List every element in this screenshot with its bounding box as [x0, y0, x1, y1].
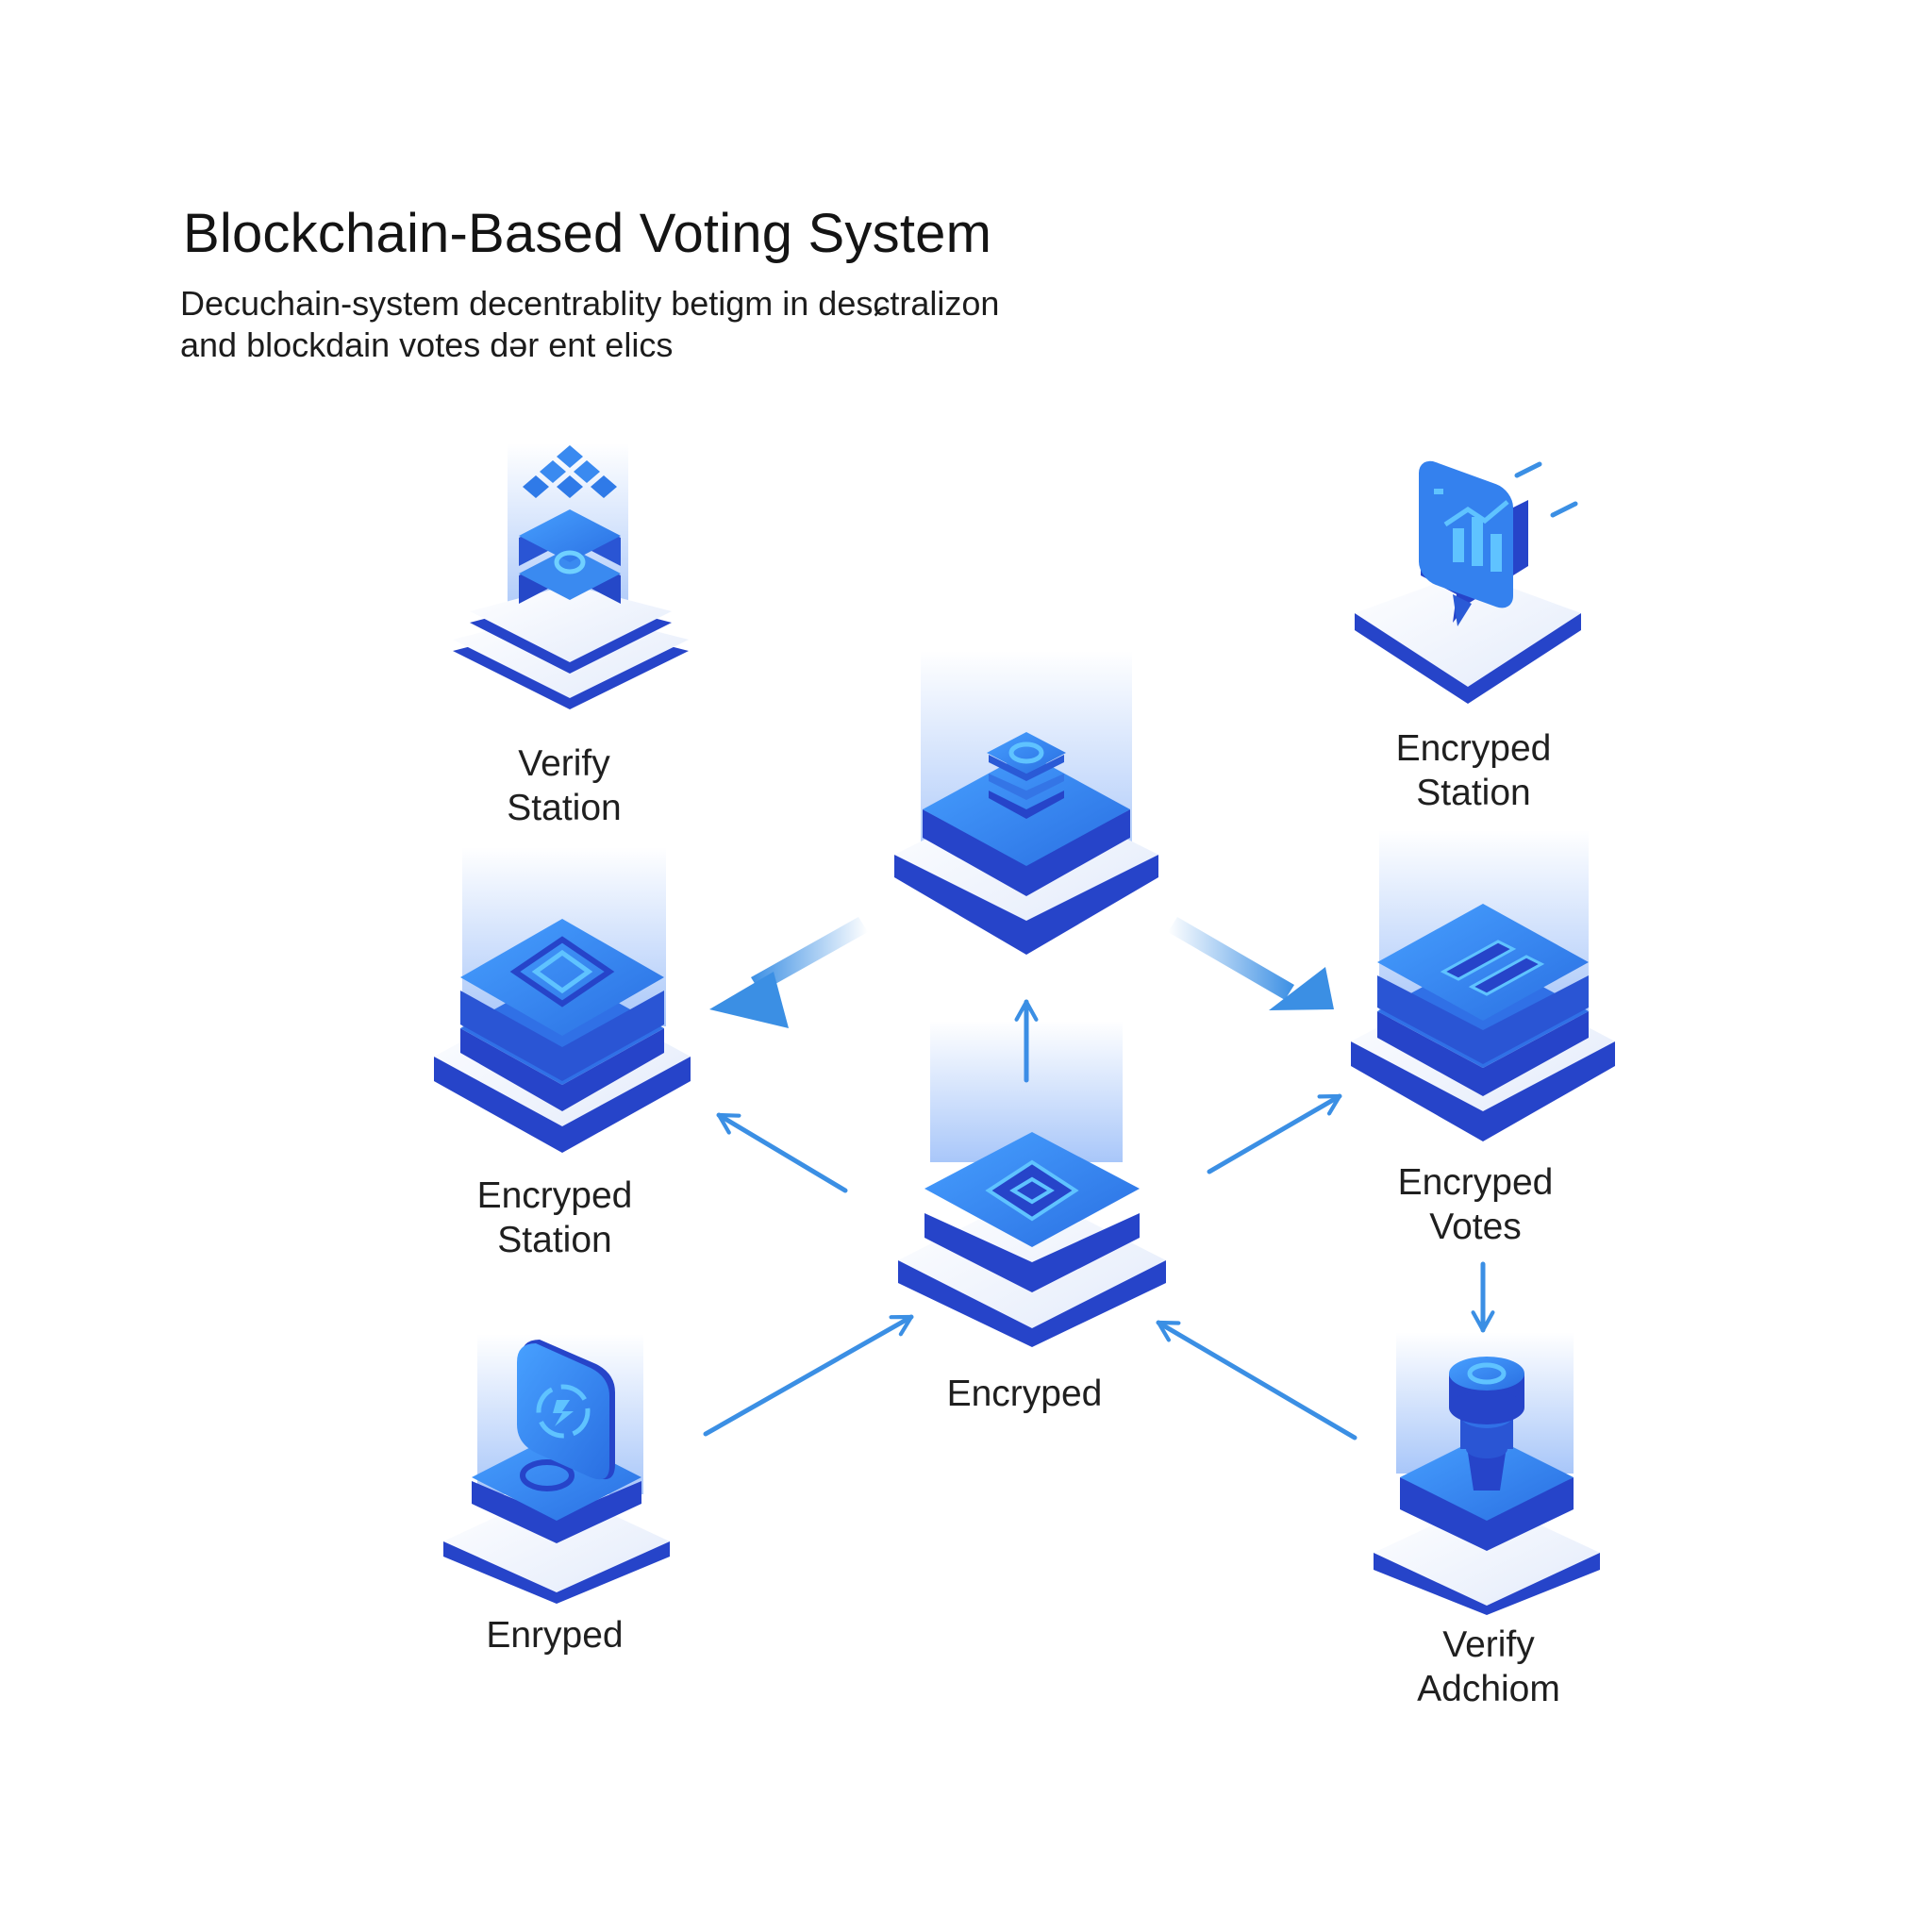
arrow-center-top-to-votes — [1168, 917, 1334, 1010]
arrow-center-top-to-left — [709, 917, 868, 1028]
node-verify-adchiom[interactable] — [1374, 1332, 1600, 1615]
arrow-enryped-to-center — [703, 1314, 914, 1437]
label-line: Votes — [1429, 1207, 1522, 1247]
label-line: Encryped — [1397, 1162, 1554, 1203]
layered-diamonds-icon — [523, 445, 617, 498]
sparkle-line — [1514, 461, 1542, 478]
subtitle-line: Decuchain-system decentrablity betigm in… — [180, 284, 1000, 323]
node-encryped-station-left[interactable] — [434, 847, 691, 1153]
page-title: Blockchain-Based Voting System — [183, 203, 992, 264]
arrow-center-to-votes — [1207, 1093, 1342, 1174]
pause-bars-icon — [1440, 940, 1545, 996]
square-chip-icon — [985, 1159, 1079, 1222]
label-line: Encryped — [946, 1374, 1103, 1414]
label-line: Station — [1416, 773, 1531, 813]
node-encryped-station-top-right[interactable] — [1355, 456, 1581, 704]
label-line: Enryped — [486, 1615, 624, 1656]
label-enryped: Enryped — [385, 1613, 724, 1657]
node-verify-station[interactable] — [453, 443, 689, 709]
sparkle-line — [1550, 501, 1578, 518]
page-subtitle: Decuchain-system decentrablity betigm in… — [180, 283, 999, 366]
label-line: Encryped — [476, 1175, 633, 1216]
label-line: Verify — [518, 743, 610, 784]
label-encryped-votes: Encryped Votes — [1306, 1160, 1645, 1249]
sync-lock-icon — [517, 1340, 615, 1480]
node-encryped-votes[interactable] — [1351, 830, 1615, 1141]
stacked-server-icon — [1008, 741, 1044, 764]
label-encryped-station-left: Encryped Station — [385, 1174, 724, 1262]
label-encryped-station-top-right: Encryped Station — [1304, 726, 1643, 815]
node-central-top[interactable] — [894, 651, 1158, 955]
node-encryped-center[interactable] — [898, 1021, 1166, 1347]
subtitle-line: and blockdain votes dər ent elics — [180, 325, 674, 364]
label-encryped-center: Encryped — [855, 1372, 1194, 1416]
label-line: Station — [497, 1220, 612, 1260]
ballot-stamp-icon — [1449, 1357, 1524, 1491]
label-line: Adchiom — [1417, 1669, 1560, 1709]
node-enryped[interactable] — [443, 1334, 670, 1604]
square-chip-icon — [509, 936, 615, 1008]
label-line: Verify — [1442, 1624, 1535, 1665]
label-verify-adchiom: Verify Adchiom — [1319, 1623, 1658, 1711]
arrow-adchiom-to-center — [1156, 1320, 1357, 1441]
arrow-center-to-left-station — [716, 1112, 848, 1193]
label-verify-station: Verify Station — [394, 741, 734, 830]
label-line: Station — [507, 788, 622, 828]
chart-speech-bubble-icon — [1419, 460, 1528, 626]
label-line: Encryped — [1395, 728, 1552, 769]
